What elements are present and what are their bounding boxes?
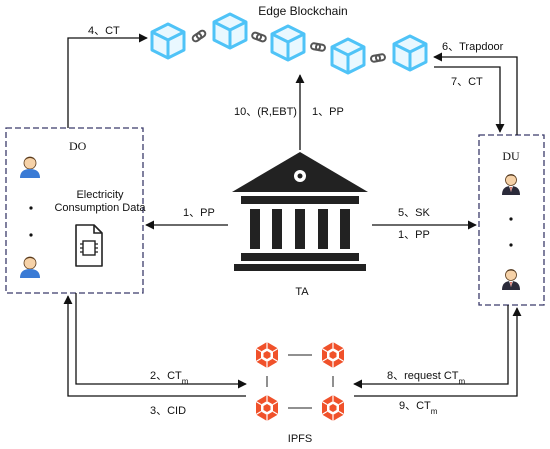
arrow-4-ct — [67, 33, 148, 128]
do-label: DO — [69, 139, 87, 153]
ta-label: TA — [295, 286, 309, 298]
block-4-cube-icon — [330, 37, 366, 75]
edge-label-3: 3、CID — [150, 405, 186, 417]
arrow-3-cid — [63, 295, 246, 397]
chain-link-icon — [369, 52, 387, 64]
block-3-cube-icon — [270, 24, 306, 62]
ipfs-label: IPFS — [288, 433, 312, 445]
ipfs-cluster — [255, 341, 345, 422]
edge-label-1-right: 1、PP — [398, 229, 430, 241]
edge-label-8: 8、request CTm — [387, 370, 466, 386]
du-label: DU — [502, 149, 520, 163]
block-5-cube-icon — [392, 34, 428, 72]
ellipsis-dot — [29, 206, 33, 210]
edge-label-2: 2、CTm — [150, 370, 189, 386]
arrow-8-request — [353, 305, 509, 389]
electricity-label-line2: Consumption Data — [54, 202, 146, 214]
blockchain-title: Edge Blockchain — [258, 4, 347, 18]
do-user-icon — [19, 256, 41, 279]
du-businessman-icon — [501, 269, 521, 291]
edge-label-1-top: 1、PP — [312, 106, 344, 118]
arrow-2-ctm — [75, 293, 247, 389]
ta-government-building-icon — [232, 152, 368, 271]
arrow-6-trapdoor — [433, 52, 518, 135]
chain-link-icon — [250, 30, 268, 44]
block-1-cube-icon — [150, 22, 186, 60]
edge-label-9: 9、CTm — [399, 400, 438, 416]
electricity-label-line1: Electricity — [76, 189, 124, 201]
edge-label-1-left: 1、PP — [183, 207, 215, 219]
arrow-9-ctm — [354, 307, 522, 397]
edge-label-5: 5、SK — [398, 207, 430, 219]
ipfs-node-icon — [255, 394, 279, 422]
do-box — [5, 127, 144, 294]
edge-label-6: 6、Trapdoor — [442, 41, 504, 53]
document-chip-icon — [75, 224, 103, 267]
du-box — [478, 134, 545, 306]
ipfs-node-icon — [321, 394, 345, 422]
do-user-icon — [19, 156, 41, 179]
ipfs-node-icon — [255, 341, 279, 369]
du-businessman-icon — [501, 174, 521, 196]
edge-label-10: 10、(R,EBT) — [234, 106, 297, 118]
ipfs-node-icon — [321, 341, 345, 369]
ellipsis-dot — [29, 233, 33, 237]
chain-link-icon — [190, 28, 208, 44]
block-2-cube-icon — [212, 12, 248, 50]
edge-label-4: 4、CT — [88, 25, 120, 37]
ellipsis-dot — [509, 243, 513, 247]
edge-label-7: 7、CT — [451, 76, 483, 88]
ellipsis-dot — [509, 217, 513, 221]
edge-blockchain — [150, 12, 428, 75]
chain-link-icon — [309, 41, 327, 53]
arrow-7-ct — [434, 66, 505, 133]
